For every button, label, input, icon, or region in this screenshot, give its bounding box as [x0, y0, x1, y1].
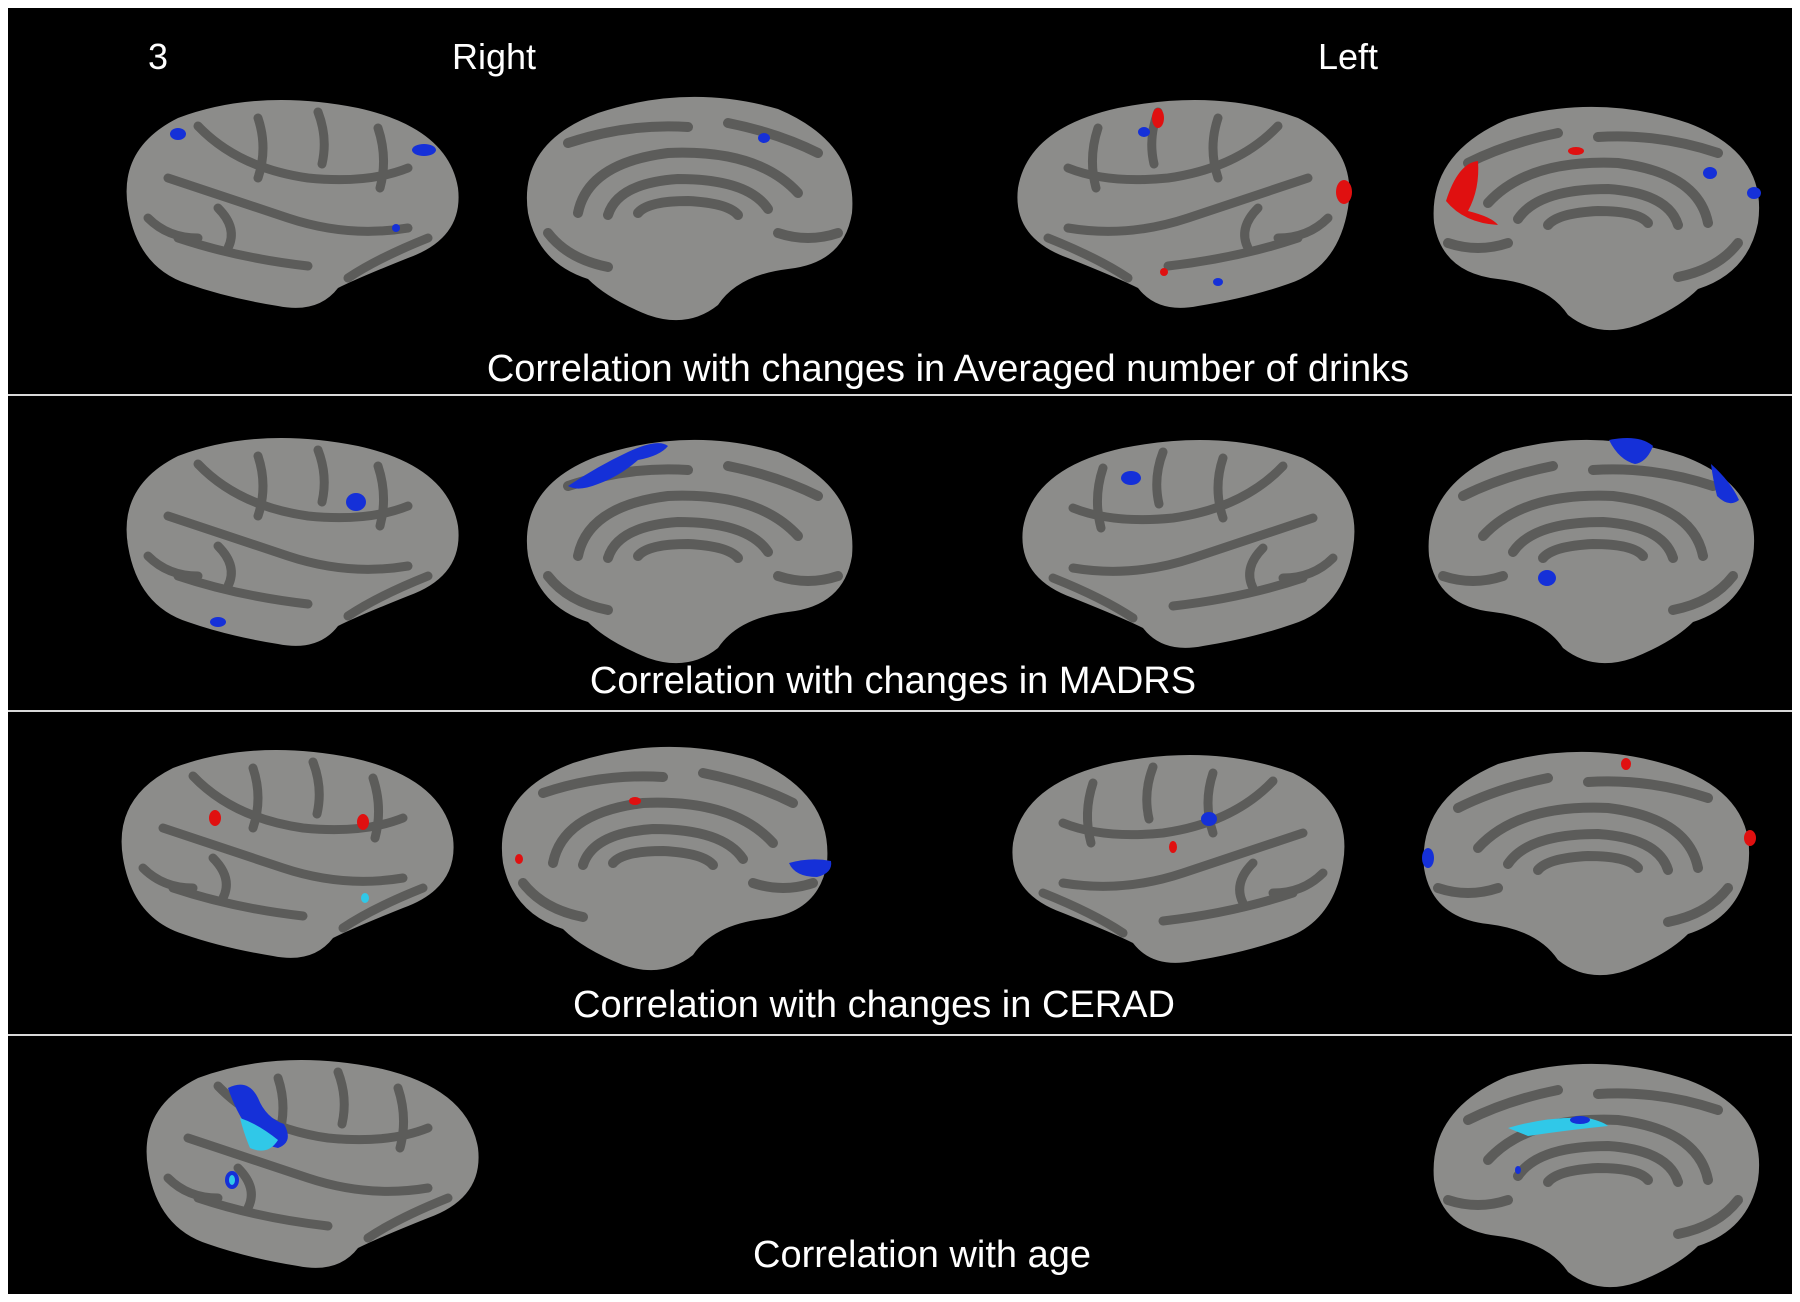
- header-left: Left: [1318, 36, 1379, 77]
- row-divider: [8, 394, 1792, 396]
- panel-number: 3: [148, 36, 169, 77]
- brain-row1-right-medial: [508, 83, 868, 338]
- brain-row2-left-medial: [1413, 426, 1773, 671]
- row-divider: [8, 710, 1792, 712]
- brain-row2-right-medial: [508, 426, 868, 671]
- brain-row4-right-lateral: [128, 1048, 473, 1288]
- brain-row1-left-medial: [1418, 93, 1778, 323]
- brain-row2-left-lateral: [1013, 428, 1373, 658]
- row-divider: [8, 1034, 1792, 1036]
- brain-row2-right-lateral: [108, 426, 468, 656]
- brain-row1-left-lateral: [1008, 88, 1368, 323]
- caption-row2: Correlation with changes in MADRS: [589, 660, 1197, 702]
- caption-row3: Correlation with changes in CERAD: [573, 984, 1175, 1026]
- header-right: Right: [452, 36, 537, 77]
- brain-row3-right-lateral: [103, 738, 463, 988]
- brain-row3-left-medial: [1398, 738, 1768, 988]
- caption-row1: Correlation with changes in Averaged num…: [486, 348, 1410, 390]
- caption-row4: Correlation with age: [753, 1234, 1091, 1276]
- brain-row4-left-medial: [1408, 1050, 1778, 1290]
- figure-panel: 3 Right Left Correlation with chang: [8, 8, 1792, 1294]
- brain-row1-right-lateral: [108, 88, 468, 318]
- brain-row3-right-medial: [483, 733, 853, 983]
- brain-row3-left-lateral: [993, 743, 1363, 983]
